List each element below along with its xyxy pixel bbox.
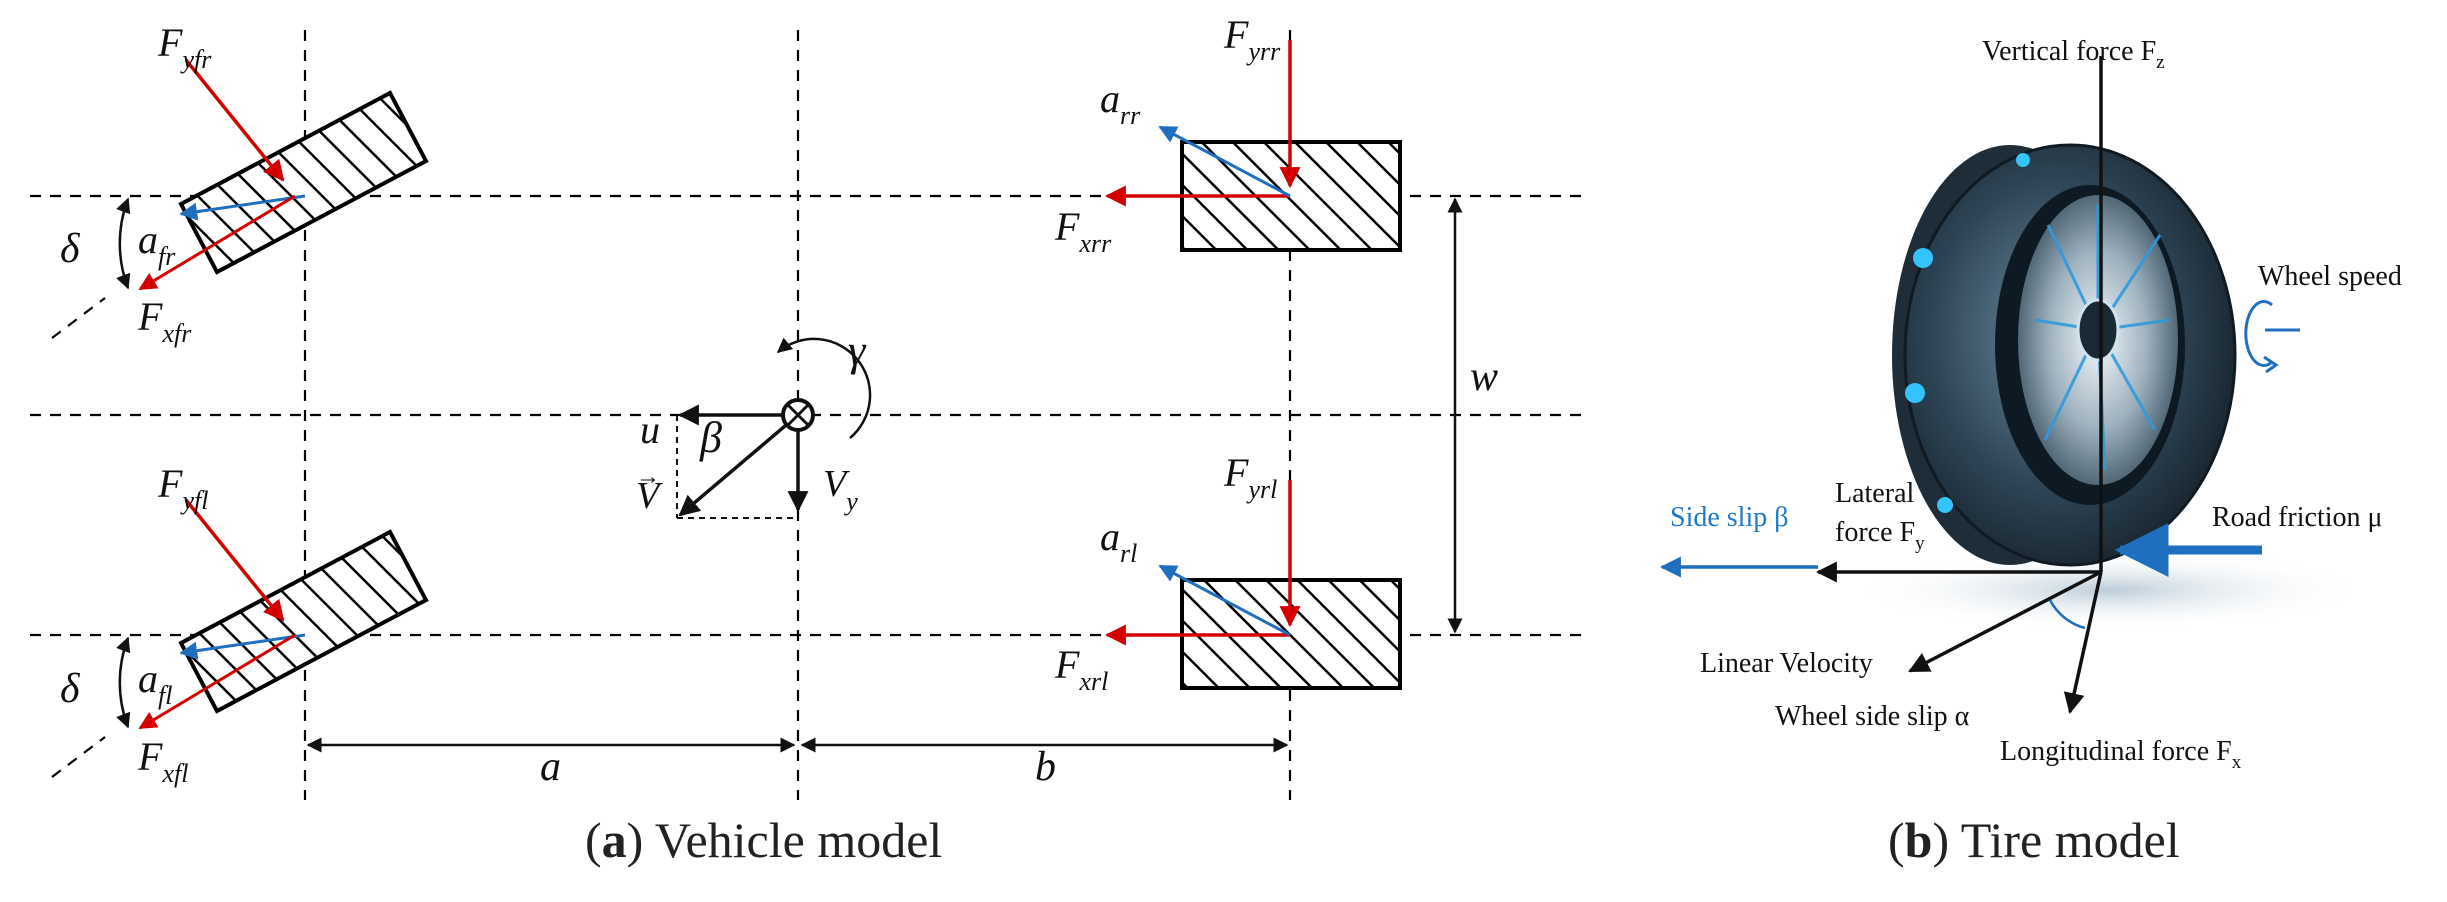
label-wheel-speed: Wheel speed — [2258, 261, 2402, 292]
rear-right-wheel — [1104, 40, 1402, 252]
label-side-slip: Side slip β — [1670, 502, 1788, 533]
label-arl: arl — [1100, 514, 1137, 568]
velocity-vector — [678, 413, 800, 517]
label-fxrl: Fxrl — [1054, 642, 1108, 696]
label-lateral-2: force Fy — [1835, 517, 1925, 554]
label-afl: afl — [138, 656, 172, 710]
label-longitudinal-force: Longitudinal force Fx — [2000, 736, 2242, 773]
slip-angle-vector-rl — [1158, 564, 1291, 637]
label-fyrl: Fyrl — [1223, 450, 1277, 504]
rotation-arrow-icon — [2244, 300, 2300, 374]
wheel-slip-angle-arc — [2048, 599, 2086, 630]
longitudinal-force-arrow — [2063, 571, 2103, 715]
label-dim-w: w — [1470, 354, 1498, 400]
tire-model-panel: Vertical force Fz Wheel speed Lateral fo… — [1659, 36, 2402, 868]
longitudinal-force-fr — [138, 194, 296, 291]
steering-angle-arc-fr — [116, 197, 131, 290]
longitudinal-force-fl — [138, 633, 296, 730]
slip-angle-vector-rr — [1158, 125, 1291, 198]
front-right-wheel — [116, 58, 429, 291]
dimension-lines — [306, 197, 1463, 753]
lateral-force-fr — [184, 58, 285, 182]
label-lateral-1: Lateral — [1835, 478, 1914, 509]
label-beta: β — [699, 413, 722, 462]
label-arr: arr — [1100, 76, 1141, 130]
front-left-wheel — [116, 498, 429, 730]
label-vy: Vy — [823, 463, 858, 516]
label-vertical-force: Vertical force Fz — [1982, 36, 2165, 73]
label-delta-fr: δ — [60, 226, 81, 272]
vector-arrow-accent: → — [636, 464, 660, 490]
label-u: u — [640, 407, 660, 452]
yaw-rate-arc — [776, 337, 872, 439]
label-road-friction: Road friction μ — [2212, 502, 2383, 533]
rear-left-wheel — [1104, 480, 1402, 690]
center-of-gravity — [676, 337, 872, 519]
tire-image — [1850, 143, 2370, 630]
linear-velocity-arrow — [1908, 570, 2102, 673]
label-fyrr: Fyrr — [1223, 12, 1281, 66]
label-delta-fl: δ — [60, 666, 81, 712]
caption-a: (a) Vehicle model — [585, 812, 942, 868]
lateral-force-fl — [184, 498, 285, 622]
label-dim-a: a — [540, 744, 561, 790]
tire-force-axes — [1659, 56, 2300, 715]
label-linear-velocity: Linear Velocity — [1700, 648, 1873, 679]
vehicle-model-panel: Fyfr Fxfr afr δ Fyfl Fxfl afl δ Fyrr Fxr… — [30, 12, 1585, 868]
label-fxfl: Fxfl — [137, 734, 188, 788]
steering-angle-arc-fl — [116, 636, 131, 729]
label-wheel-side-slip: Wheel side slip α — [1775, 701, 1970, 732]
caption-b: (b) Tire model — [1888, 812, 2180, 868]
label-afr: afr — [138, 217, 176, 271]
label-fxrr: Fxrr — [1054, 204, 1112, 258]
slip-angle-vector-fl — [179, 633, 306, 660]
label-gamma: γ — [848, 326, 867, 375]
label-v-vector: V — [636, 475, 663, 517]
label-fxfr: Fxfr — [137, 294, 192, 348]
slip-angle-vector-fr — [179, 194, 306, 221]
label-dim-b: b — [1035, 744, 1056, 790]
label-fyfl: Fyfl — [157, 461, 208, 515]
label-fyfr: Fyfr — [157, 20, 212, 74]
